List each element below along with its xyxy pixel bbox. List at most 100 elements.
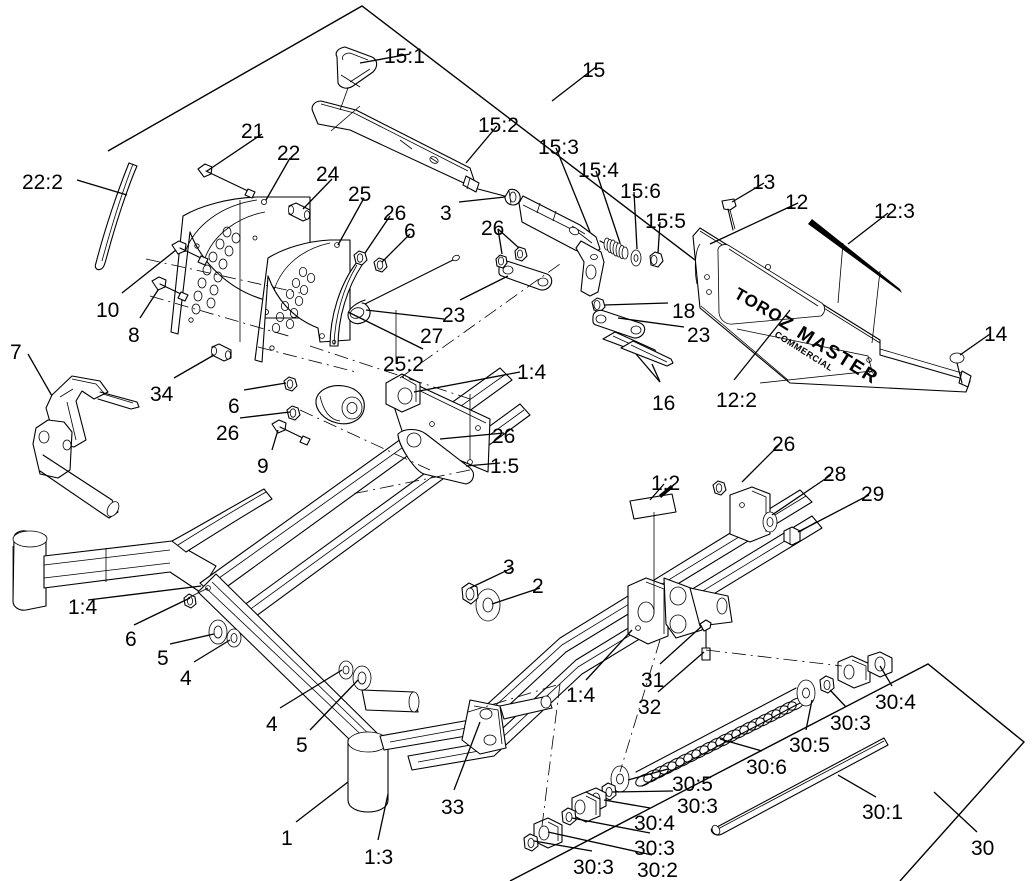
callout-31: 31 [641,669,665,692]
callout-29: 29 [861,483,885,506]
callout-6-b: 6 [228,395,240,418]
main-frame-assembly [12,367,823,813]
part-18-nut [591,297,606,313]
callout-26-a: 26 [383,202,407,225]
callout-8: 8 [128,324,140,347]
part-25-arc-plate [254,239,351,363]
callout-3-b: 3 [503,556,515,579]
callout-12-3: 12:3 [874,200,915,223]
callout-2: 2 [532,575,544,598]
callout-34: 34 [150,383,174,406]
callout-9: 9 [257,455,269,478]
callout-30-3-c: 30:3 [634,837,675,860]
part-16-bolts [602,331,674,367]
callout-28: 28 [823,463,847,486]
part-34-spacer [210,343,232,362]
part-30-6-spring [635,687,805,787]
callout-30-4-a: 30:4 [875,691,916,714]
callout-23-a: 23 [442,304,466,327]
callout-18: 18 [672,300,696,323]
callout-4-b: 4 [266,713,278,736]
callout-30-3-a: 30:3 [830,712,871,735]
part-30-4-clevis-left [571,787,607,823]
callout-15-5: 15:5 [645,210,686,233]
part-26-nuts-center [495,246,528,269]
callout-15-4: 15:4 [578,159,619,182]
part-30-1-rod [710,737,889,836]
part-30-3-nut-left-b [561,807,577,826]
part-28-washer [762,511,778,533]
callout-22-2: 22:2 [22,171,63,194]
part-2-washer [475,588,501,622]
callout-12-2: 12:2 [716,389,757,412]
callout-14: 14 [984,323,1008,346]
callout-23-b: 23 [687,324,711,347]
part-15-3-cylinder [518,195,605,297]
part-6-nut-upper [373,257,388,273]
callout-6-a: 6 [404,220,416,243]
part-3-nut-center [461,582,479,605]
callout-1-2: 1:2 [651,472,681,495]
callout-26-b: 26 [216,422,240,445]
part-30-5-washer-left [610,765,630,793]
callout-27: 27 [420,325,444,348]
callout-12: 12 [785,191,809,214]
callout-22: 22 [277,142,301,165]
callout-30-6: 30:6 [746,756,787,779]
part-27-hook-rod [347,254,460,325]
part-13-knob [721,198,737,231]
callout-30: 30 [971,837,995,860]
callout-15-6: 15:6 [620,180,661,203]
construction-lines [145,200,843,827]
callout-26-c: 26 [481,217,505,240]
callout-4-a: 4 [180,667,192,690]
callout-16: 16 [652,392,676,415]
callout-1-4-c: 1:4 [566,684,596,707]
callout-15: 15 [582,59,606,82]
callout-33: 33 [441,796,465,819]
part-8-bolt [151,276,189,302]
callout-1-5: 1:5 [490,455,520,478]
callout-26-e: 26 [772,433,796,456]
callout-1-4-a: 1:4 [517,361,547,384]
part-15-1-grip [335,46,378,89]
part-30-5-washer-right [796,679,816,707]
group-30-spring-assembly [509,651,1026,881]
callout-1-4-b: 1:4 [68,596,98,619]
part-7-pedal-bracket [32,375,140,519]
part-15-5-locknut [649,251,664,268]
part-30-3-nut-right [819,675,835,694]
part-22-2-trim [94,162,138,271]
callout-21: 21 [241,120,265,143]
part-30-4-clevis-right [837,651,893,689]
callout-5-b: 5 [296,734,308,757]
callout-26-d: 26 [492,425,516,448]
part-15-2-lever-arm [311,100,480,193]
callout-7: 7 [10,341,22,364]
part-23-link-left [498,260,553,291]
part-29-bolt [783,526,801,546]
callout-25-2: 25:2 [383,353,424,376]
part-12-side-panel: TORO Z MASTER COMMERCIAL [692,219,972,393]
callout-30-2: 30:2 [637,859,678,881]
group-15-bracket [107,5,696,261]
callout-15-2: 15:2 [478,114,519,137]
callout-15-1: 15:1 [384,45,425,68]
callout-15-3: 15:3 [538,136,579,159]
callout-25: 25 [348,183,372,206]
callout-5-a: 5 [157,647,169,670]
part-14-knob [949,352,965,384]
callout-30-4-b: 30:4 [634,812,675,835]
part-23-link-right [592,309,646,339]
callout-1-3: 1:3 [364,846,394,869]
part-21-bolt [197,163,256,199]
callout-30-5-b: 30:5 [672,773,713,796]
leader-lines [27,53,991,856]
part-30-3-nut-left-c [523,833,539,852]
callout-10: 10 [96,299,120,322]
callout-30-5-a: 30:5 [789,734,830,757]
part-3-ferrule [477,188,521,206]
part-10-bolt [171,240,209,266]
